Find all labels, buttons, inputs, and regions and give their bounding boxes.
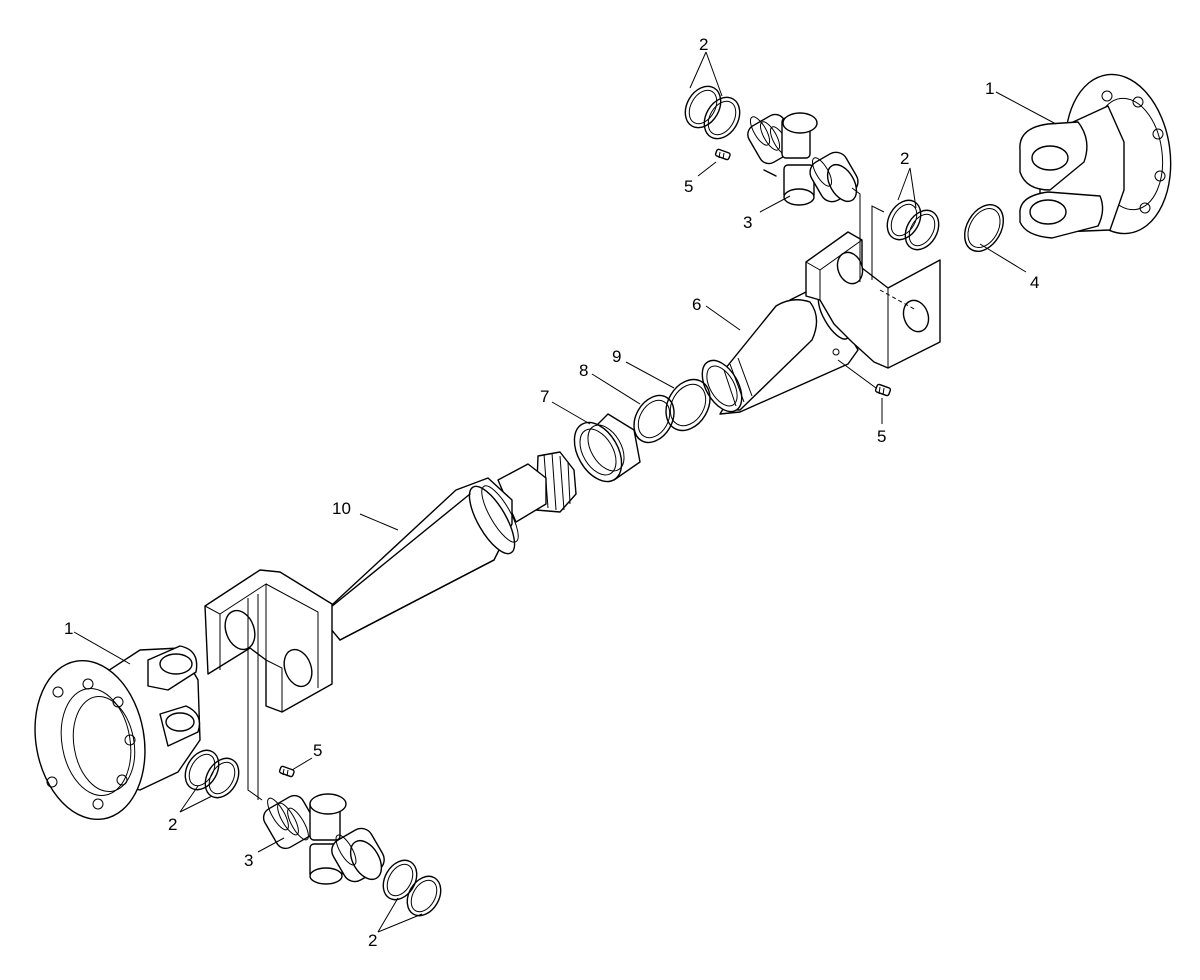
grease-nipple-right: [874, 383, 892, 397]
callout-2-top: 2: [699, 35, 708, 54]
callout-8: 8: [579, 361, 588, 380]
callout-5-right: 5: [877, 427, 886, 446]
callout-5-lower: 5: [313, 741, 322, 760]
callout-2-lower-left: 2: [168, 815, 177, 834]
callout-1-lower: 1: [64, 619, 73, 638]
callout-3-upper: 3: [743, 213, 752, 232]
sleeve-7: [573, 413, 641, 483]
grease-nipple-upper: [714, 148, 731, 161]
callout-2-bottom: 2: [368, 931, 377, 950]
splined-shaft: [319, 451, 577, 641]
leader-lines: [73, 51, 1057, 933]
callout-10: 10: [332, 499, 351, 518]
callout-2-upper-right: 2: [900, 149, 909, 168]
flange-yoke-lower: [34, 645, 201, 821]
ring-8: [633, 394, 675, 444]
ring-9: [665, 378, 711, 432]
seal-ring: [963, 204, 1005, 252]
callout-6: 6: [692, 295, 701, 314]
snap-rings-lower-right: [382, 859, 442, 917]
snap-rings-upper-left: [684, 85, 741, 140]
callout-1-upper: 1: [985, 79, 994, 98]
universal-joint-spider-upper: [747, 112, 859, 206]
universal-joint-spider-lower: [262, 793, 385, 885]
flange-yoke-upper: [1019, 73, 1172, 239]
callout-5-upper: 5: [684, 177, 693, 196]
assembly-lines: [247, 187, 885, 801]
callout-labels: 2 1 5 2 3 4 6 9 8 7 5 10 1 5 2 3 2: [64, 35, 1039, 950]
grease-nipple-lower: [278, 765, 295, 778]
shaft-yoke-lower: [204, 569, 333, 713]
snap-rings-upper-right: [886, 199, 940, 251]
callout-9: 9: [612, 347, 621, 366]
callout-3-lower: 3: [244, 851, 253, 870]
callout-4: 4: [1030, 273, 1039, 292]
callout-7: 7: [540, 387, 549, 406]
slip-yoke: [701, 231, 941, 415]
